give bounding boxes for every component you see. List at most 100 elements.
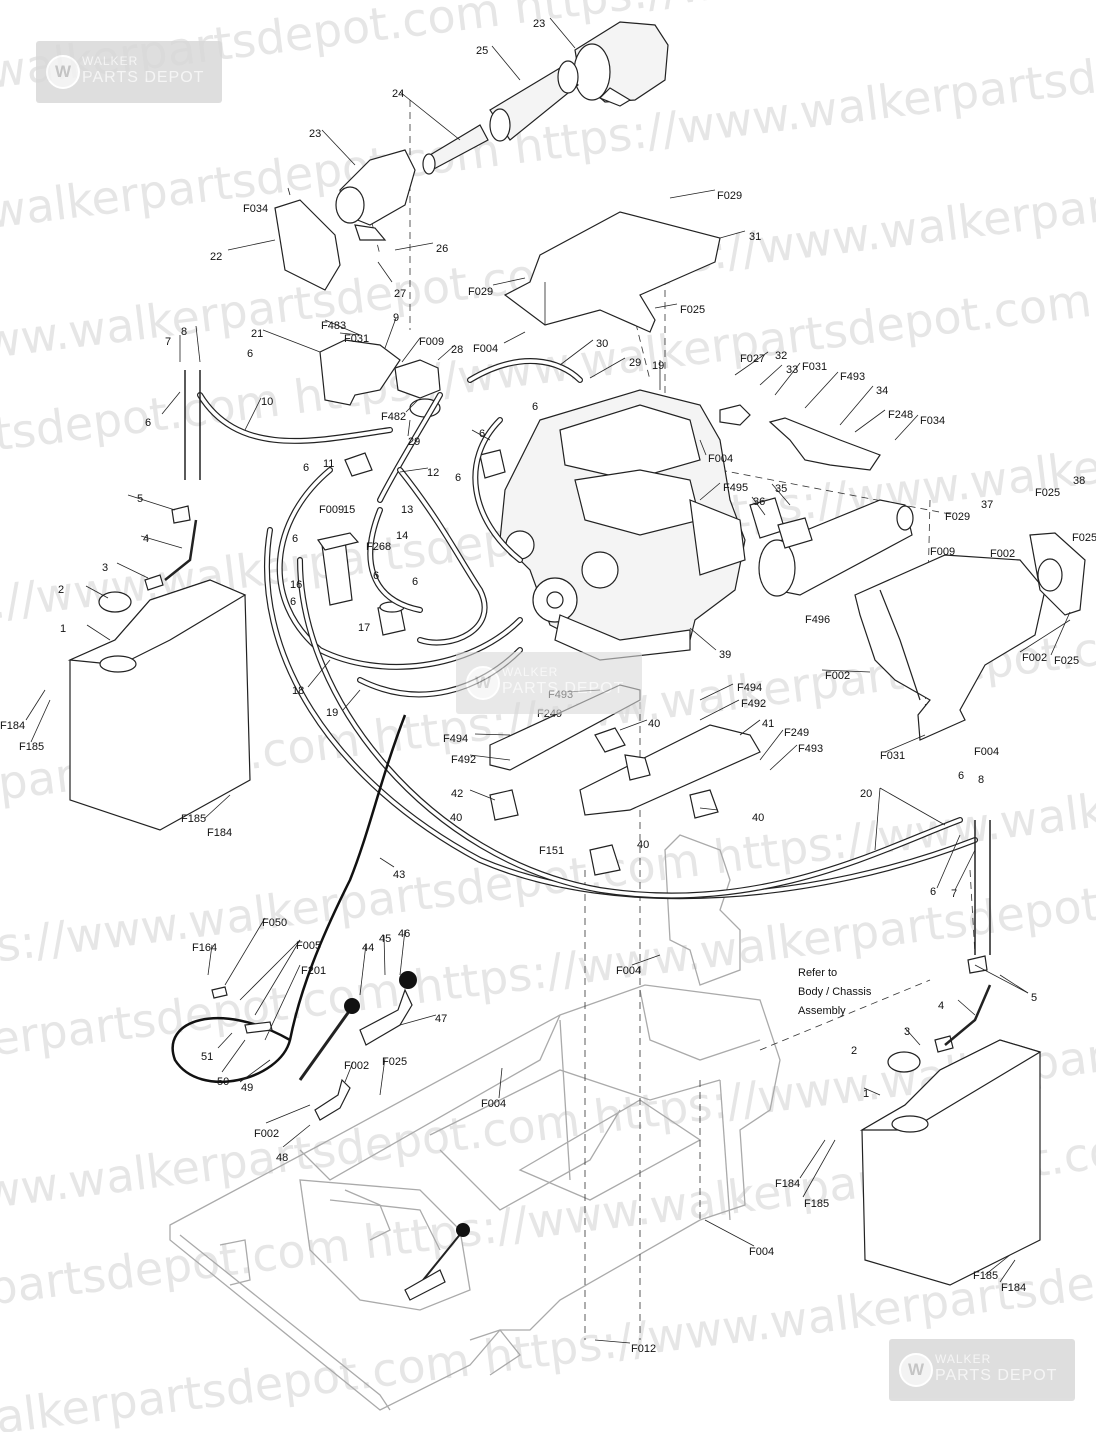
- leader-line: [874, 787, 881, 851]
- part-callout: F034: [920, 415, 945, 427]
- leader-line: [802, 1139, 836, 1198]
- leader-line: [265, 1104, 311, 1124]
- leader-line: [399, 467, 429, 473]
- leader-line: [227, 239, 276, 251]
- part-callout: 51: [201, 1051, 213, 1063]
- part-callout: 17: [358, 622, 370, 634]
- part-callout: F002: [344, 1060, 369, 1072]
- leader-line: [30, 699, 51, 743]
- leader-line: [771, 483, 791, 506]
- part-callout: 1: [863, 1088, 869, 1100]
- badge-subtitle: PARTS DEPOT: [502, 680, 625, 697]
- part-callout: 33: [786, 364, 798, 376]
- callout-labels: 23252423F034222627F02931F029F0259F483F03…: [0, 18, 1096, 1355]
- leader-line: [884, 734, 926, 753]
- part-callout: 6: [532, 401, 538, 413]
- part-callout: 46: [398, 928, 410, 940]
- part-callout: F034: [243, 203, 268, 215]
- leader-line: [631, 954, 661, 966]
- part-callout: F495: [723, 482, 748, 494]
- leader-line: [321, 129, 356, 166]
- part-callout: F185: [973, 1270, 998, 1282]
- part-callout: F004: [473, 343, 498, 355]
- walker-logo-icon: W: [46, 55, 80, 89]
- leader-line: [224, 917, 266, 986]
- part-callout: F031: [880, 750, 905, 762]
- part-callout: 11: [323, 458, 334, 470]
- part-callout: 40: [450, 812, 462, 824]
- leader-line: [25, 689, 46, 721]
- leader-line: [401, 337, 421, 363]
- part-callout: 24: [392, 88, 404, 100]
- part-callout: 5: [1031, 992, 1037, 1004]
- part-callout: 12: [427, 467, 439, 479]
- part-callout: 4: [143, 533, 149, 545]
- leader-line: [957, 999, 976, 1016]
- leader-line: [854, 409, 886, 433]
- leader-line: [491, 45, 521, 81]
- part-callout: 1: [60, 623, 66, 635]
- leader-line: [559, 339, 594, 366]
- part-callout: F002: [254, 1128, 279, 1140]
- leader-line: [239, 939, 301, 1001]
- part-callout: 16: [290, 579, 302, 591]
- part-callout: 35: [775, 483, 787, 495]
- part-callout: F002: [825, 670, 850, 682]
- part-callout: F185: [181, 813, 206, 825]
- part-callout: 19: [326, 707, 338, 719]
- part-callout: 6: [958, 770, 964, 782]
- leader-line: [804, 371, 839, 409]
- leader-line: [399, 929, 406, 976]
- leader-line: [974, 964, 1029, 994]
- leader-line: [207, 944, 213, 976]
- leader-line: [86, 624, 111, 641]
- part-callout: 19: [652, 360, 664, 372]
- part-callout: 29: [408, 436, 420, 448]
- part-callout: F004: [749, 1246, 774, 1258]
- part-callout: 2: [851, 1045, 857, 1057]
- intake-bracket: [319, 339, 441, 418]
- part-callout: 7: [951, 888, 957, 900]
- part-callout: F184: [775, 1178, 800, 1190]
- part-callout: F031: [344, 333, 369, 345]
- leader-line: [549, 17, 576, 49]
- part-callout: 8: [978, 774, 984, 786]
- part-callout: F009: [319, 504, 344, 516]
- leader-line: [498, 1067, 503, 1099]
- badge-subtitle: PARTS DEPOT: [935, 1367, 1058, 1384]
- badge-brand: WALKER: [502, 665, 559, 679]
- leader-line: [379, 1057, 386, 1096]
- leader-line: [221, 1039, 246, 1073]
- part-callout: F492: [451, 754, 476, 766]
- leader-line: [699, 683, 734, 701]
- leader-line: [699, 482, 721, 501]
- part-callout: F483: [321, 320, 346, 332]
- part-callout: 48: [276, 1152, 288, 1164]
- callout-leaders: [25, 17, 1071, 1344]
- leader-line: [359, 943, 367, 996]
- part-callout: 2: [58, 584, 64, 596]
- leader-line: [399, 91, 461, 141]
- leader-line: [264, 964, 301, 1041]
- part-callout: 40: [637, 839, 649, 851]
- leader-line: [204, 794, 231, 819]
- part-callout: 13: [401, 504, 413, 516]
- leader-line: [379, 857, 395, 868]
- part-callout: F025: [1035, 487, 1060, 499]
- leader-line: [704, 1219, 755, 1247]
- part-callout: 36: [753, 496, 765, 508]
- leader-line: [904, 1027, 921, 1046]
- part-callout: F184: [1001, 1282, 1026, 1294]
- leader-line: [282, 1124, 311, 1148]
- part-callout: F164: [192, 942, 217, 954]
- part-callout: 40: [648, 718, 660, 730]
- leader-line: [954, 849, 976, 891]
- part-callout: 25: [476, 45, 488, 57]
- part-callout: F029: [717, 190, 742, 202]
- part-callout: F002: [990, 548, 1015, 560]
- leader-line: [1050, 611, 1071, 656]
- leader-line: [719, 230, 746, 239]
- fuel-tank-right: [859, 955, 1042, 1286]
- part-callout: 37: [981, 499, 993, 511]
